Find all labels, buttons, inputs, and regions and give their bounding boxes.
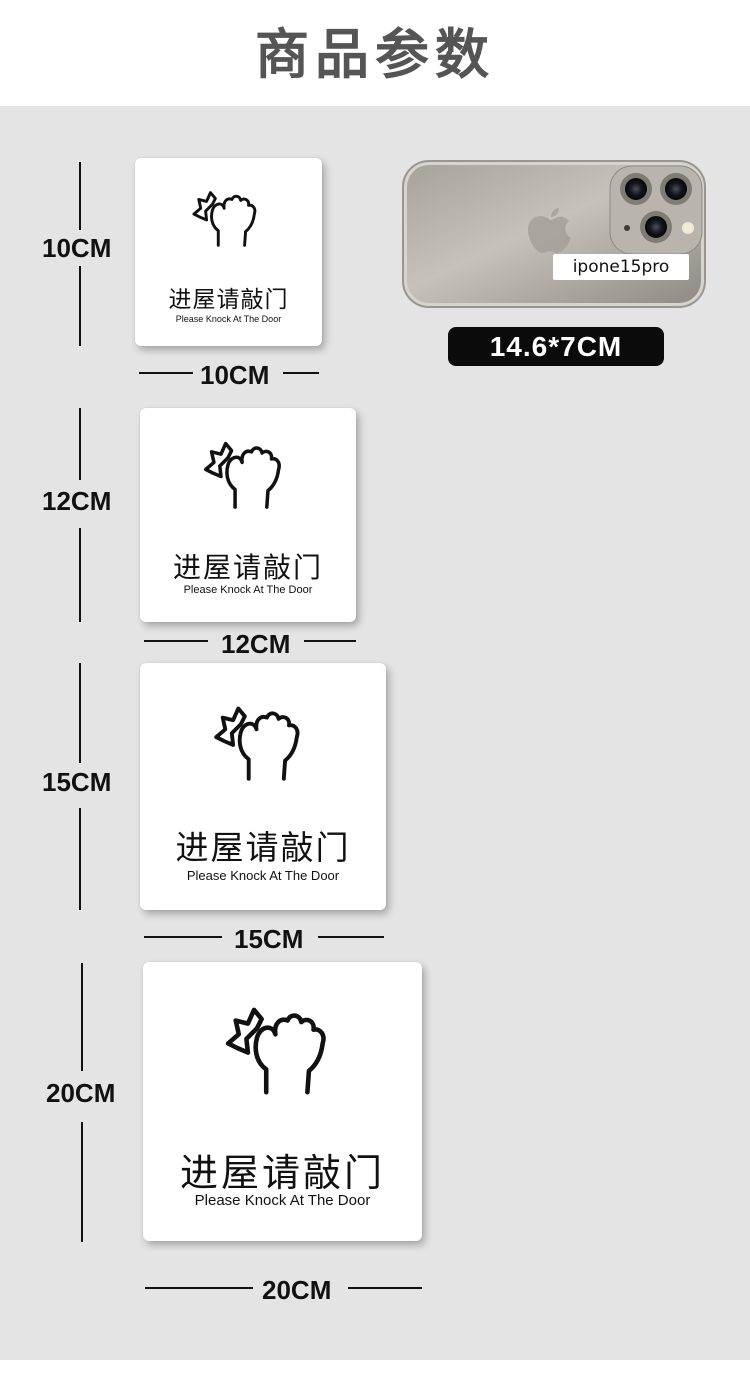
width-line-left (145, 1287, 253, 1289)
sign-chinese-text: 进屋请敲门 (168, 287, 289, 313)
height-line-bottom (81, 1122, 83, 1242)
sign-english-text: Please Knock At The Door (183, 584, 313, 596)
page-title: 商品参数 (255, 22, 495, 86)
width-label-10cm: 10CM (200, 360, 270, 390)
knocking-hand-icon (211, 695, 315, 787)
phone-image (402, 160, 706, 308)
width-label-15cm: 15CM (234, 924, 304, 954)
sign-chinese-text: 进屋请敲门 (175, 828, 351, 867)
height-line-bottom (79, 266, 81, 346)
height-line-top (81, 963, 83, 1071)
width-line-right (348, 1287, 422, 1289)
phone-size-badge: 14.6*7CM (448, 327, 664, 366)
sign-english-text: Please Knock At The Door (186, 868, 340, 883)
height-label-10cm: 10CM (42, 233, 112, 263)
phone-model-label: ipone15pro (553, 254, 689, 280)
sign-english-text: Please Knock At The Door (175, 314, 282, 324)
width-line-right (304, 640, 356, 642)
header: 商品参数 (0, 0, 750, 106)
apple-logo-icon (528, 208, 571, 253)
width-line-left (139, 372, 193, 374)
height-label-20cm: 20CM (46, 1078, 116, 1108)
sign-10cm: 进屋请敲门 Please Knock At The Door (135, 158, 322, 346)
height-line-top (79, 663, 81, 763)
width-label-20cm: 20CM (262, 1275, 332, 1305)
height-line-top (79, 162, 81, 230)
sign-12cm: 进屋请敲门 Please Knock At The Door (140, 408, 356, 622)
sign-chinese-text: 进屋请敲门 (179, 1151, 385, 1195)
height-line-bottom (79, 808, 81, 910)
footer-strip (0, 1360, 750, 1386)
width-line-left (144, 936, 222, 938)
height-line-top (79, 408, 81, 480)
sign-chinese-text: 进屋请敲门 (172, 551, 323, 584)
knocking-hand-icon (201, 432, 295, 514)
knocking-hand-icon (190, 182, 268, 252)
width-line-right (318, 936, 384, 938)
height-label-12cm: 12CM (42, 486, 112, 516)
width-line-right (283, 372, 319, 374)
height-label-15cm: 15CM (42, 767, 112, 797)
width-line-left (144, 640, 208, 642)
width-label-12cm: 12CM (221, 629, 291, 659)
sign-20cm: 进屋请敲门 Please Knock At The Door (143, 962, 422, 1241)
knocking-hand-icon (222, 994, 344, 1102)
sign-15cm: 进屋请敲门 Please Knock At The Door (140, 663, 386, 910)
sign-english-text: Please Knock At The Door (194, 1192, 371, 1209)
height-line-bottom (79, 528, 81, 622)
